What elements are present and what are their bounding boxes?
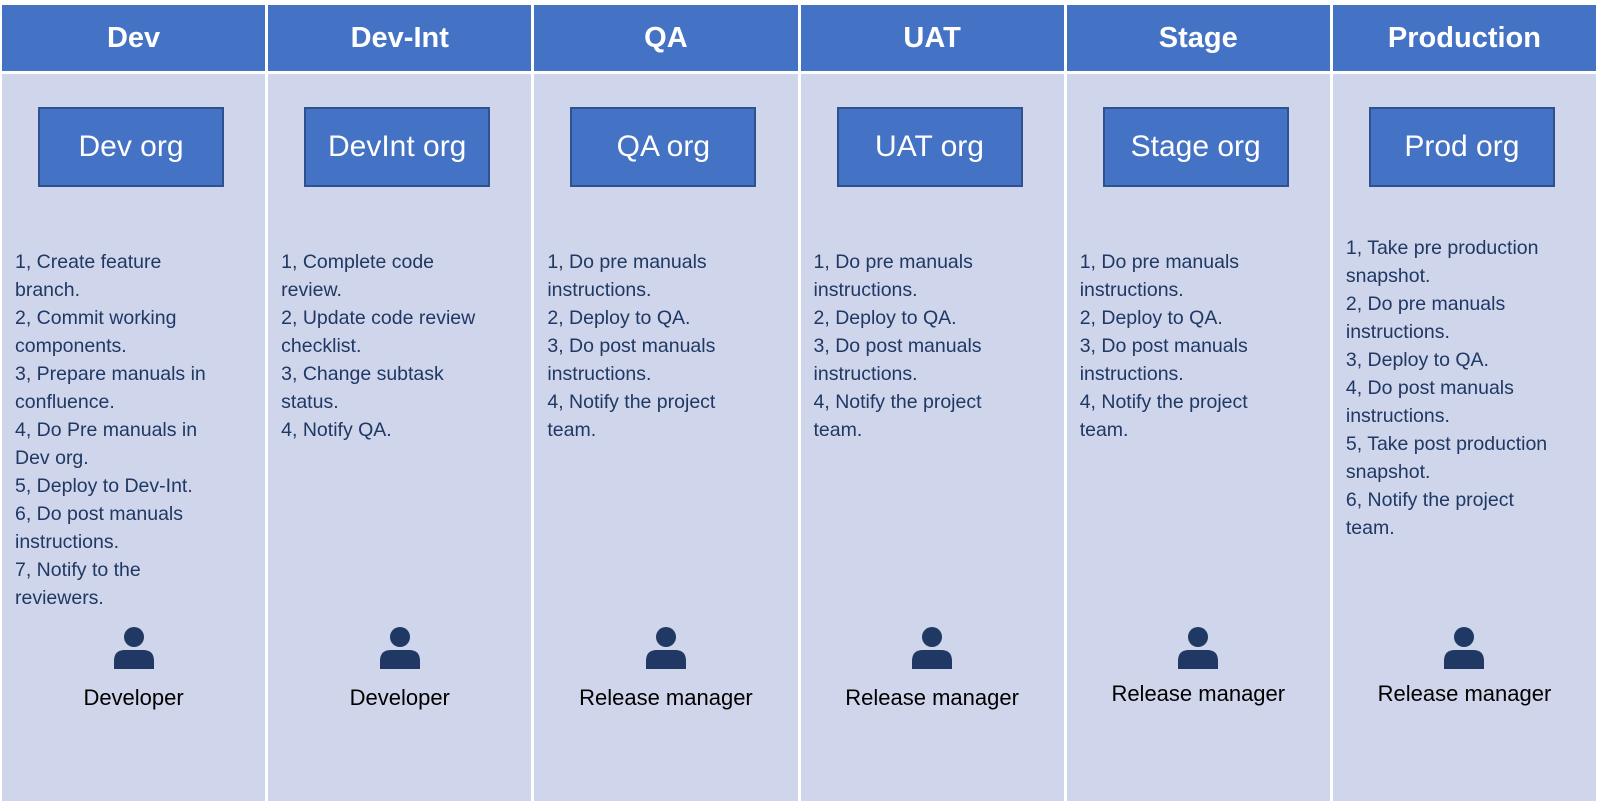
step-line: 3, Do post manuals <box>1079 335 1248 357</box>
step-list-uat: 1, Do pre manuals instructions. 2, Deplo… <box>814 248 1058 444</box>
org-box-production: Prod org <box>1368 107 1555 187</box>
column-header-production: Production <box>1332 5 1597 71</box>
org-box-qa: QA org <box>570 107 757 187</box>
step-line: 3, Do post manuals <box>813 335 982 357</box>
step-line: Dev org. <box>15 447 89 469</box>
step-line: 4, Do Pre manuals in <box>15 419 198 441</box>
step-list-stage: 1, Do pre manuals instructions. 2, Deplo… <box>1080 248 1324 444</box>
step-line: instructions. <box>15 531 120 553</box>
person-icon <box>645 627 686 669</box>
step-line: instructions. <box>547 279 652 301</box>
person-icon <box>113 627 154 669</box>
step-line: 4, Notify QA. <box>281 419 392 441</box>
column-stage: Stage Stage org 1, Do pre manuals instru… <box>1066 5 1330 801</box>
step-line: instructions. <box>1079 279 1184 301</box>
role-label-dev: Developer <box>83 685 184 710</box>
step-line: 1, Complete code <box>281 251 435 273</box>
org-box-dev-int: DevInt org <box>304 107 491 187</box>
step-line: team. <box>1079 419 1129 441</box>
step-line: checklist. <box>281 335 362 357</box>
column-dev-int: Dev-Int DevInt org 1, Complete code revi… <box>268 5 532 801</box>
header-separator <box>800 71 1064 74</box>
step-line: 2, Commit working <box>15 307 177 329</box>
column-header-qa: QA <box>534 5 798 71</box>
step-line: 3, Deploy to QA. <box>1345 349 1489 371</box>
step-line: 2, Deploy to QA. <box>547 307 691 329</box>
step-list-dev: 1, Create feature branch. 2, Commit work… <box>15 248 259 612</box>
step-line: instructions. <box>1345 405 1450 427</box>
org-box-dev: Dev org <box>38 107 224 187</box>
header-separator <box>268 71 532 74</box>
column-header-uat: UAT <box>800 5 1064 71</box>
step-list-qa: 1, Do pre manuals instructions. 2, Deplo… <box>547 248 791 444</box>
role-label-qa: Release manager <box>579 685 753 710</box>
step-line: 2, Update code review <box>281 307 476 329</box>
person-icon <box>1444 627 1485 669</box>
step-line: 4, Notify the project <box>813 391 982 413</box>
role-label-dev-int: Developer <box>349 685 450 710</box>
role-label-production: Release manager <box>1377 681 1552 706</box>
step-line: snapshot. <box>1345 461 1431 483</box>
step-line: components. <box>15 335 127 357</box>
step-line: 4, Notify the project <box>547 391 716 413</box>
environment-pipeline: Dev Dev org 1, Create feature branch. 2,… <box>2 5 1597 801</box>
step-line: 2, Do pre manuals <box>1345 293 1506 315</box>
step-line: team. <box>813 419 863 441</box>
org-box-stage: Stage org <box>1102 107 1289 187</box>
step-line: instructions. <box>1345 321 1450 343</box>
role-label-uat: Release manager <box>845 685 1019 710</box>
step-line: 4, Notify the project <box>1079 391 1248 413</box>
step-line: branch. <box>15 279 81 301</box>
step-list-dev-int: 1, Complete code review. 2, Update code … <box>281 248 525 444</box>
column-header-stage: Stage <box>1066 5 1330 71</box>
step-line: 1, Do pre manuals <box>1079 251 1240 273</box>
step-line: team. <box>547 419 597 441</box>
step-line: instructions. <box>813 279 918 301</box>
step-line: 6, Notify the project <box>1345 489 1514 511</box>
step-line: 2, Deploy to QA. <box>813 307 957 329</box>
person-icon <box>379 627 420 669</box>
step-line: 3, Do post manuals <box>547 335 716 357</box>
header-separator <box>1332 71 1597 74</box>
column-header-dev: Dev <box>2 5 266 71</box>
column-uat: UAT UAT org 1, Do pre manuals instructio… <box>800 5 1064 801</box>
step-line: 7, Notify to the <box>15 559 141 581</box>
header-separator <box>2 71 266 74</box>
column-production: Production Prod org 1, Take pre producti… <box>1332 5 1597 801</box>
step-line: 5, Deploy to Dev-Int. <box>15 475 193 497</box>
step-line: 1, Do pre manuals <box>547 251 707 273</box>
column-qa: QA QA org 1, Do pre manuals instructions… <box>534 5 798 801</box>
step-line: 1, Create feature <box>15 251 162 273</box>
step-line: instructions. <box>547 363 652 385</box>
step-line: review. <box>281 279 342 301</box>
person-icon <box>912 627 953 669</box>
person-icon <box>1178 627 1219 669</box>
step-line: instructions. <box>813 363 918 385</box>
step-list-production: 1, Take pre production snapshot. 2, Do p… <box>1346 234 1590 542</box>
step-line: snapshot. <box>1345 265 1431 287</box>
step-line: 1, Take pre production <box>1345 237 1539 259</box>
step-line: instructions. <box>1079 363 1184 385</box>
org-box-uat: UAT org <box>836 107 1023 187</box>
step-line: status. <box>281 391 339 413</box>
step-line: 3, Prepare manuals in <box>15 363 206 385</box>
step-line: 2, Deploy to QA. <box>1079 307 1223 329</box>
header-separator <box>1066 71 1330 74</box>
step-line: 1, Do pre manuals <box>813 251 973 273</box>
step-line: team. <box>1345 517 1395 539</box>
step-line: confluence. <box>15 391 115 413</box>
step-line: reviewers. <box>15 587 104 609</box>
column-dev: Dev Dev org 1, Create feature branch. 2,… <box>2 5 266 801</box>
step-line: 5, Take post production <box>1345 433 1548 455</box>
column-header-dev-int: Dev-Int <box>268 5 532 71</box>
header-separator <box>534 71 798 74</box>
step-line: 4, Do post manuals <box>1345 377 1514 399</box>
step-line: 6, Do post manuals <box>15 503 184 525</box>
step-line: 3, Change subtask <box>281 363 444 385</box>
role-label-stage: Release manager <box>1111 681 1286 706</box>
